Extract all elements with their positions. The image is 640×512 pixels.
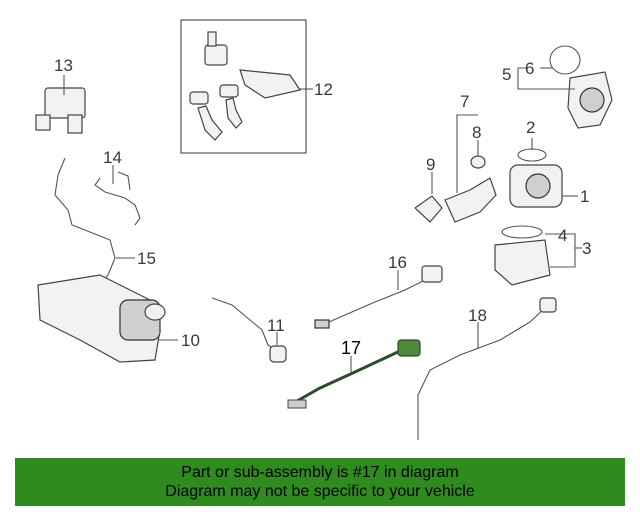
part-18-drawing: [417, 297, 557, 440]
callout-3: 3: [582, 239, 591, 258]
callout-2: 2: [526, 118, 535, 137]
callout-5: 5: [502, 65, 511, 84]
callout-18: 18: [468, 306, 487, 325]
callout-1: 1: [580, 187, 589, 206]
callout-8: 8: [472, 123, 481, 142]
callout-9: 9: [426, 155, 435, 174]
part-2-drawing: [517, 148, 547, 162]
banner-line-2: Diagram may not be specific to your vehi…: [165, 483, 475, 500]
part-12-box: [180, 19, 307, 154]
callout-14: 14: [103, 148, 122, 167]
callout-11: 11: [267, 316, 285, 335]
part-3-drawing: [494, 225, 551, 286]
part-8-drawing: [470, 155, 486, 169]
part-13-drawing: [35, 87, 86, 134]
callout-16: 16: [388, 253, 407, 272]
part-12-drawing: [189, 31, 301, 141]
part-10-drawing: [37, 274, 166, 363]
part-16-drawing: [314, 265, 443, 329]
callout-4: 4: [558, 226, 567, 245]
part-5-drawing: [567, 71, 613, 129]
callout-10: 10: [181, 331, 200, 350]
banner-line-1: Part or sub-assembly is #17 in diagram: [181, 464, 459, 481]
part-11-drawing: [211, 297, 287, 363]
callout-7: 7: [460, 92, 469, 111]
callout-6: 6: [525, 59, 534, 78]
part-15-hose: [54, 157, 116, 286]
part-6-drawing: [549, 45, 581, 75]
callout-12: 12: [314, 80, 333, 99]
part-17-drawing: [287, 339, 421, 409]
parts-diagram: 12 13 14 15 10 11 16: [35, 19, 613, 440]
info-banner: Part or sub-assembly is #17 in diagram D…: [15, 458, 625, 506]
part-9-drawing: [414, 195, 443, 223]
callout-17: 17: [341, 338, 361, 358]
callout-13: 13: [54, 56, 73, 75]
callout-15: 15: [137, 249, 156, 268]
part-1-drawing: [509, 164, 563, 208]
part-14-hose: [94, 171, 141, 226]
part-7-drawing: [444, 177, 497, 223]
